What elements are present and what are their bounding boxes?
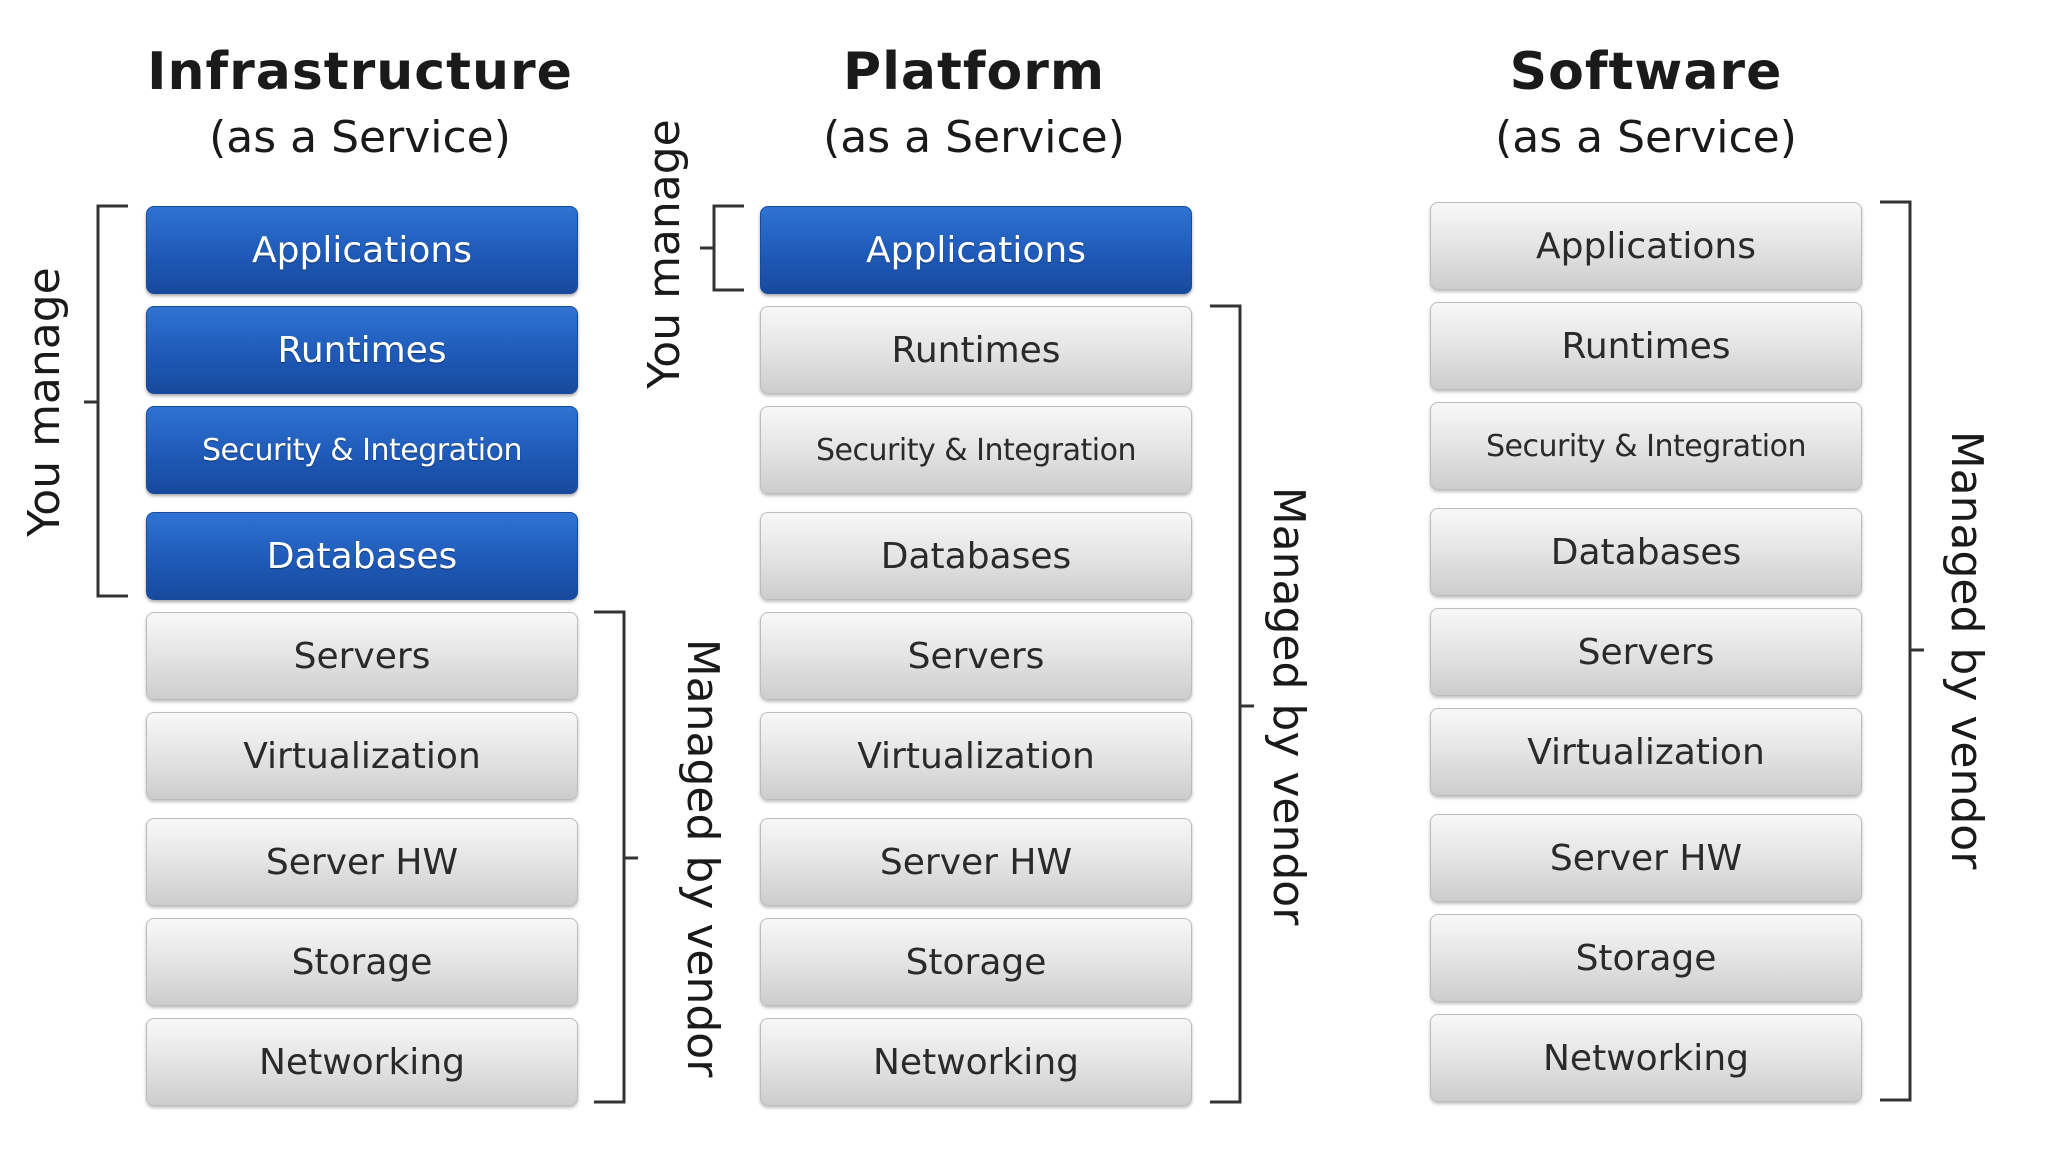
paas-layer-runtimes: Runtimes xyxy=(760,306,1192,394)
saas-layer-applications: Applications xyxy=(1430,202,1862,290)
paas-you-manage-bracket xyxy=(700,204,744,292)
iaas-layer-runtimes: Runtimes xyxy=(146,306,578,394)
paas-layer-networking: Networking xyxy=(760,1018,1192,1106)
iaas-title: Infrastructure (as a Service) xyxy=(140,40,580,170)
saas-vendor-bracket xyxy=(1880,200,1924,1102)
iaas-title-subtitle: (as a Service) xyxy=(209,112,511,163)
iaas-layer-storage: Storage xyxy=(146,918,578,1006)
paas-layer-virtualization: Virtualization xyxy=(760,712,1192,800)
paas-you-manage-label: You manage xyxy=(639,119,690,389)
paas-vendor-label: Managed by vendor xyxy=(1263,486,1314,926)
saas-vendor-label: Managed by vendor xyxy=(1941,430,1992,870)
paas-layer-databases: Databases xyxy=(760,512,1192,600)
saas-title-subtitle: (as a Service) xyxy=(1495,112,1797,163)
saas-layer-databases: Databases xyxy=(1430,508,1862,596)
saas-layer-storage: Storage xyxy=(1430,914,1862,1002)
iaas-layer-applications: Applications xyxy=(146,206,578,294)
iaas-you-manage-label: You manage xyxy=(19,267,70,537)
iaas-layer-servers: Servers xyxy=(146,612,578,700)
paas-layer-storage: Storage xyxy=(760,918,1192,1006)
iaas-layer-networking: Networking xyxy=(146,1018,578,1106)
iaas-layer-security-integration: Security & Integration xyxy=(146,406,578,494)
paas-layer-applications: Applications xyxy=(760,206,1192,294)
paas-title-subtitle: (as a Service) xyxy=(823,112,1125,163)
paas-layer-server-hw: Server HW xyxy=(760,818,1192,906)
paas-vendor-bracket xyxy=(1210,304,1254,1104)
paas-title: Platform (as a Service) xyxy=(754,40,1194,170)
iaas-layer-server-hw: Server HW xyxy=(146,818,578,906)
iaas-layer-virtualization: Virtualization xyxy=(146,712,578,800)
saas-layer-server-hw: Server HW xyxy=(1430,814,1862,902)
saas-layer-virtualization: Virtualization xyxy=(1430,708,1862,796)
paas-layer-security-integration: Security & Integration xyxy=(760,406,1192,494)
iaas-vendor-label: Managed by vendor xyxy=(677,638,728,1078)
paas-layer-servers: Servers xyxy=(760,612,1192,700)
saas-title: Software (as a Service) xyxy=(1426,40,1866,170)
saas-title-main: Software xyxy=(1509,42,1783,102)
iaas-vendor-bracket xyxy=(594,610,638,1104)
paas-title-main: Platform xyxy=(842,42,1106,102)
saas-layer-security-integration: Security & Integration xyxy=(1430,402,1862,490)
saas-layer-servers: Servers xyxy=(1430,608,1862,696)
iaas-title-main: Infrastructure xyxy=(147,42,573,102)
saas-layer-runtimes: Runtimes xyxy=(1430,302,1862,390)
iaas-layer-databases: Databases xyxy=(146,512,578,600)
saas-layer-networking: Networking xyxy=(1430,1014,1862,1102)
iaas-you-manage-bracket xyxy=(84,204,128,598)
